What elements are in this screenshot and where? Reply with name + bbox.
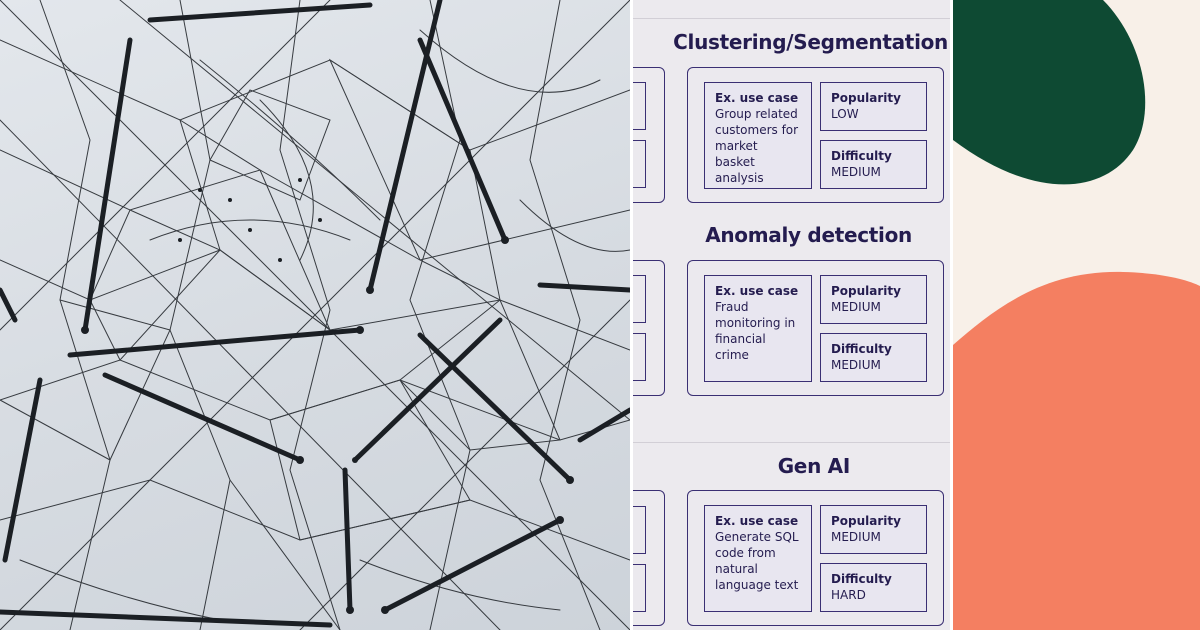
- use-case-box: Ex. use case Fraud monitoring in financi…: [704, 275, 812, 382]
- popularity-value: MEDIUM: [831, 300, 881, 314]
- ghost-card: [633, 260, 665, 396]
- section-title-clustering: Clustering/Segmentation: [673, 30, 948, 54]
- ghost-card: [633, 490, 665, 626]
- use-case-label: Ex. use case: [715, 514, 799, 528]
- difficulty-value: HARD: [831, 588, 866, 602]
- card-anomaly: Ex. use case Fraud monitoring in financi…: [687, 260, 944, 396]
- ghost-card-box: [633, 333, 646, 381]
- use-case-line: Fraud: [715, 300, 749, 314]
- use-case-line: financial: [715, 332, 766, 346]
- ghost-card-box: [633, 140, 646, 188]
- popularity-value: LOW: [831, 107, 859, 121]
- popularity-value: MEDIUM: [831, 530, 881, 544]
- use-case-line: natural: [715, 562, 758, 576]
- difficulty-box: Difficulty HARD: [820, 563, 927, 612]
- green-blob-icon: [953, 0, 1146, 185]
- popularity-box: Popularity LOW: [820, 82, 927, 131]
- difficulty-label: Difficulty: [831, 342, 892, 356]
- use-case-line: customers for: [715, 123, 799, 137]
- popularity-box: Popularity MEDIUM: [820, 505, 927, 554]
- ghost-card: [633, 67, 665, 203]
- section-title-anomaly: Anomaly detection: [705, 223, 912, 247]
- popularity-label: Popularity: [831, 91, 901, 105]
- use-case-label: Ex. use case: [715, 91, 799, 105]
- use-case-box: Ex. use case Group related customers for…: [704, 82, 812, 189]
- ghost-card-box: [633, 506, 646, 554]
- use-case-line: Generate SQL: [715, 530, 799, 544]
- ghost-card-box: [633, 564, 646, 612]
- use-case-line: code from: [715, 546, 776, 560]
- decor-panel: [953, 0, 1200, 630]
- ghost-card-box: [633, 275, 646, 323]
- decor-blobs-icon: [953, 0, 1200, 630]
- popularity-label: Popularity: [831, 514, 901, 528]
- use-case-line: monitoring in: [715, 316, 796, 330]
- popularity-label: Popularity: [831, 284, 901, 298]
- use-case-line: analysis: [715, 171, 764, 185]
- string-network-photo-icon: [0, 0, 630, 630]
- use-case-line: market basket: [715, 139, 758, 169]
- use-case-line: Group related: [715, 107, 798, 121]
- panel-divider: [630, 0, 633, 630]
- coral-blob-icon: [953, 271, 1200, 630]
- card-clustering: Ex. use case Group related customers for…: [687, 67, 944, 203]
- section-title-gen-ai: Gen AI: [777, 454, 851, 478]
- section-separator: [633, 18, 950, 19]
- popularity-box: Popularity MEDIUM: [820, 275, 927, 324]
- difficulty-box: Difficulty MEDIUM: [820, 140, 927, 189]
- ml-use-case-cards: Clustering/Segmentation Ex. use case Gro…: [633, 0, 950, 630]
- card-gen-ai: Ex. use case Generate SQL code from natu…: [687, 490, 944, 626]
- difficulty-label: Difficulty: [831, 572, 892, 586]
- ghost-card-box: [633, 82, 646, 130]
- section-separator: [633, 442, 950, 443]
- difficulty-box: Difficulty MEDIUM: [820, 333, 927, 382]
- panel-divider: [950, 0, 953, 630]
- use-case-line: crime: [715, 348, 749, 362]
- difficulty-label: Difficulty: [831, 149, 892, 163]
- use-case-box: Ex. use case Generate SQL code from natu…: [704, 505, 812, 612]
- use-case-line: language text: [715, 578, 799, 592]
- difficulty-value: MEDIUM: [831, 358, 881, 372]
- use-case-label: Ex. use case: [715, 284, 799, 298]
- network-photo: [0, 0, 630, 630]
- difficulty-value: MEDIUM: [831, 165, 881, 179]
